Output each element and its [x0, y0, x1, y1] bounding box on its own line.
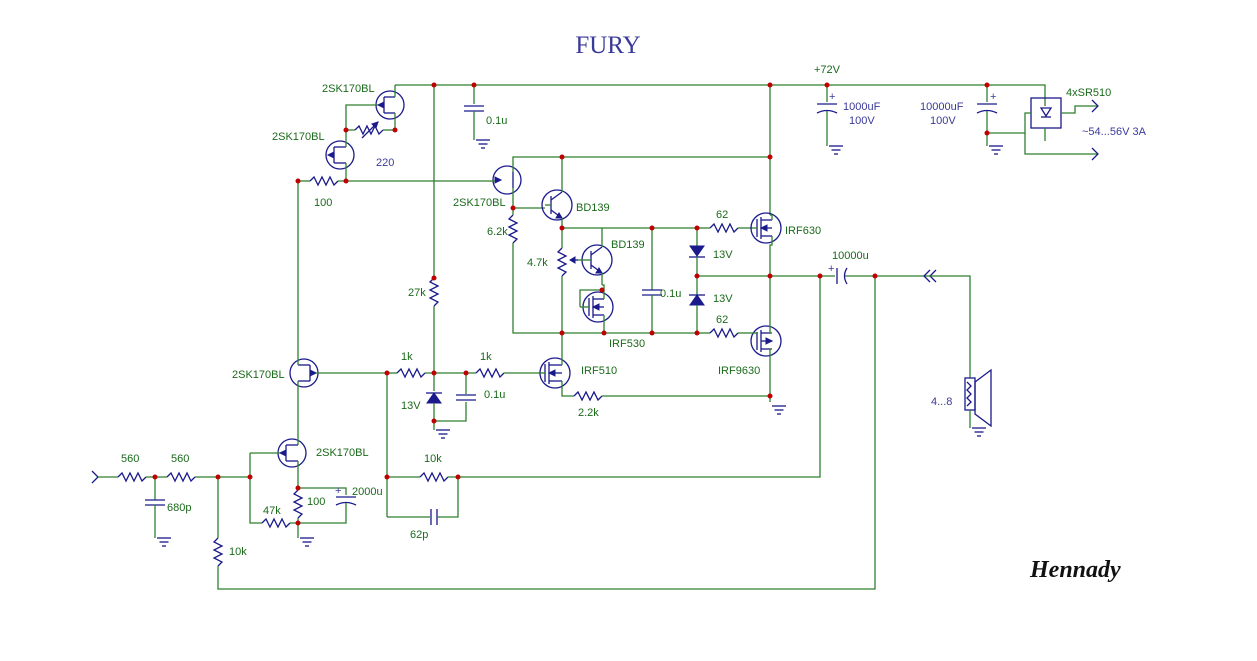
svg-text:100V: 100V [849, 115, 875, 127]
speaker: 4...8 [931, 368, 992, 437]
author-signature: Hennady [1029, 557, 1121, 583]
svg-text:2.2k: 2.2k [578, 407, 599, 419]
resistor-6.2k: 6.2k [487, 208, 697, 334]
svg-text:220: 220 [376, 157, 394, 169]
svg-text:10000u: 10000u [832, 250, 869, 262]
decoupling-capacitor: 0.1u [464, 105, 507, 149]
svg-text:0.1u: 0.1u [660, 288, 681, 300]
mosfet-irf530: IRF530 [579, 284, 645, 350]
resistor-62-top: 62 [697, 209, 752, 234]
svg-text:4...8: 4...8 [931, 396, 952, 408]
svg-text:IRF530: IRF530 [609, 338, 645, 350]
svg-text:IRF9630: IRF9630 [718, 365, 760, 377]
zener-13v-vas: 13V [401, 373, 467, 439]
trimmer-220: 220 [346, 121, 395, 169]
svg-text:+: + [828, 263, 834, 275]
speaker-terminal [923, 269, 971, 378]
resistor-100-ccs: 100 [298, 175, 490, 209]
svg-text:IRF510: IRF510 [581, 365, 617, 377]
svg-text:100: 100 [307, 496, 325, 508]
resistor-10k-bias: 10k [212, 278, 876, 590]
transistor-bd139-b: BD139 [578, 228, 645, 285]
svg-text:IRF630: IRF630 [785, 225, 821, 237]
transistor-bd139-a: BD139 [541, 157, 697, 229]
svg-text:2SK170BL: 2SK170BL [316, 447, 369, 459]
svg-text:100: 100 [314, 197, 332, 209]
svg-text:2000u: 2000u [352, 486, 383, 498]
svg-text:10k: 10k [424, 453, 442, 465]
mosfet-irf630: IRF630 [750, 212, 821, 276]
svg-text:100V: 100V [930, 115, 956, 127]
svg-text:+: + [335, 485, 341, 497]
mosfet-irf510: IRF510 [539, 333, 617, 397]
svg-text:0.1u: 0.1u [486, 115, 507, 127]
jfet-ccs-top: 2SK170BL [322, 83, 405, 130]
resistor-27k: 27k [408, 277, 440, 373]
svg-text:62p: 62p [410, 529, 428, 541]
svg-text:47k: 47k [263, 505, 281, 517]
svg-text:4.7k: 4.7k [527, 257, 548, 269]
resistor-1k-a: 1k [387, 351, 476, 379]
svg-text:0.1u: 0.1u [484, 389, 505, 401]
resistor-1k-b: 1k [475, 351, 540, 379]
svg-text:10000uF: 10000uF [920, 101, 964, 113]
svg-text:1000uF: 1000uF [843, 101, 881, 113]
svg-text:2SK170BL: 2SK170BL [272, 131, 325, 143]
bridge-rectifier: 4xSR510 ~54...56V 3A [987, 87, 1147, 161]
svg-text:+: + [829, 91, 835, 103]
svg-text:1k: 1k [401, 351, 413, 363]
jfet-input: 2SK170BL [250, 438, 369, 490]
capacitor-1000uf: + 1000uF 100V [816, 91, 881, 155]
mosfet-irf9630: IRF9630 [718, 276, 787, 415]
jfet-ccs-mid: 2SK170BL [272, 130, 355, 181]
svg-text:27k: 27k [408, 287, 426, 299]
svg-text:560: 560 [171, 453, 189, 465]
svg-text:~54...56V 3A: ~54...56V 3A [1082, 126, 1147, 138]
resistor-62-bottom: 62 [697, 314, 752, 339]
svg-text:1k: 1k [480, 351, 492, 363]
potentiometer-4.7k: 4.7k [527, 228, 578, 333]
svg-text:13V: 13V [713, 293, 733, 305]
capacitor-10000u: + 10000u [828, 250, 930, 285]
svg-text:4xSR510: 4xSR510 [1066, 87, 1111, 99]
svg-text:2SK170BL: 2SK170BL [232, 369, 285, 381]
capacitor-0.1u-bias: 0.1u [642, 228, 681, 333]
svg-text:6.2k: 6.2k [487, 226, 508, 238]
capacitor-10000uf: + 10000uF 100V [920, 91, 1004, 155]
svg-text:+: + [990, 91, 996, 103]
resistor-100-source: 100 [292, 489, 325, 547]
svg-text:62: 62 [716, 314, 728, 326]
svg-text:62: 62 [716, 209, 728, 221]
svg-text:2SK170BL: 2SK170BL [322, 83, 375, 95]
schematic-title: FURY [575, 32, 640, 59]
svg-text:680p: 680p [167, 502, 191, 514]
svg-text:BD139: BD139 [611, 239, 645, 251]
zener-13v-bottom: 13V [689, 276, 733, 333]
resistor-47k: 47k [261, 505, 298, 529]
svg-text:13V: 13V [401, 400, 421, 412]
resistor-2.2k: 2.2k [573, 390, 770, 419]
svg-text:2SK170BL: 2SK170BL [453, 197, 506, 209]
junction-dots [152, 82, 990, 526]
jfet-cascode: 2SK170BL [232, 355, 387, 438]
jfet-driver: 2SK170BL [453, 156, 770, 209]
capacitor-0.1u-vas: 0.1u [456, 373, 505, 401]
zener-13v-top: 13V [689, 228, 733, 276]
input-terminal [91, 470, 118, 484]
rail-voltage-label: +72V [814, 64, 841, 76]
capacitor-2000u: + 2000u [298, 485, 383, 524]
resistor-560-a: 560 [117, 453, 167, 483]
resistor-560-b: 560 [166, 453, 250, 483]
svg-text:BD139: BD139 [576, 202, 610, 214]
capacitor-680p: 680p [145, 477, 191, 547]
feedback-network: 10k 62p [386, 278, 821, 541]
svg-text:560: 560 [121, 453, 139, 465]
svg-text:13V: 13V [713, 249, 733, 261]
svg-text:10k: 10k [229, 546, 247, 558]
